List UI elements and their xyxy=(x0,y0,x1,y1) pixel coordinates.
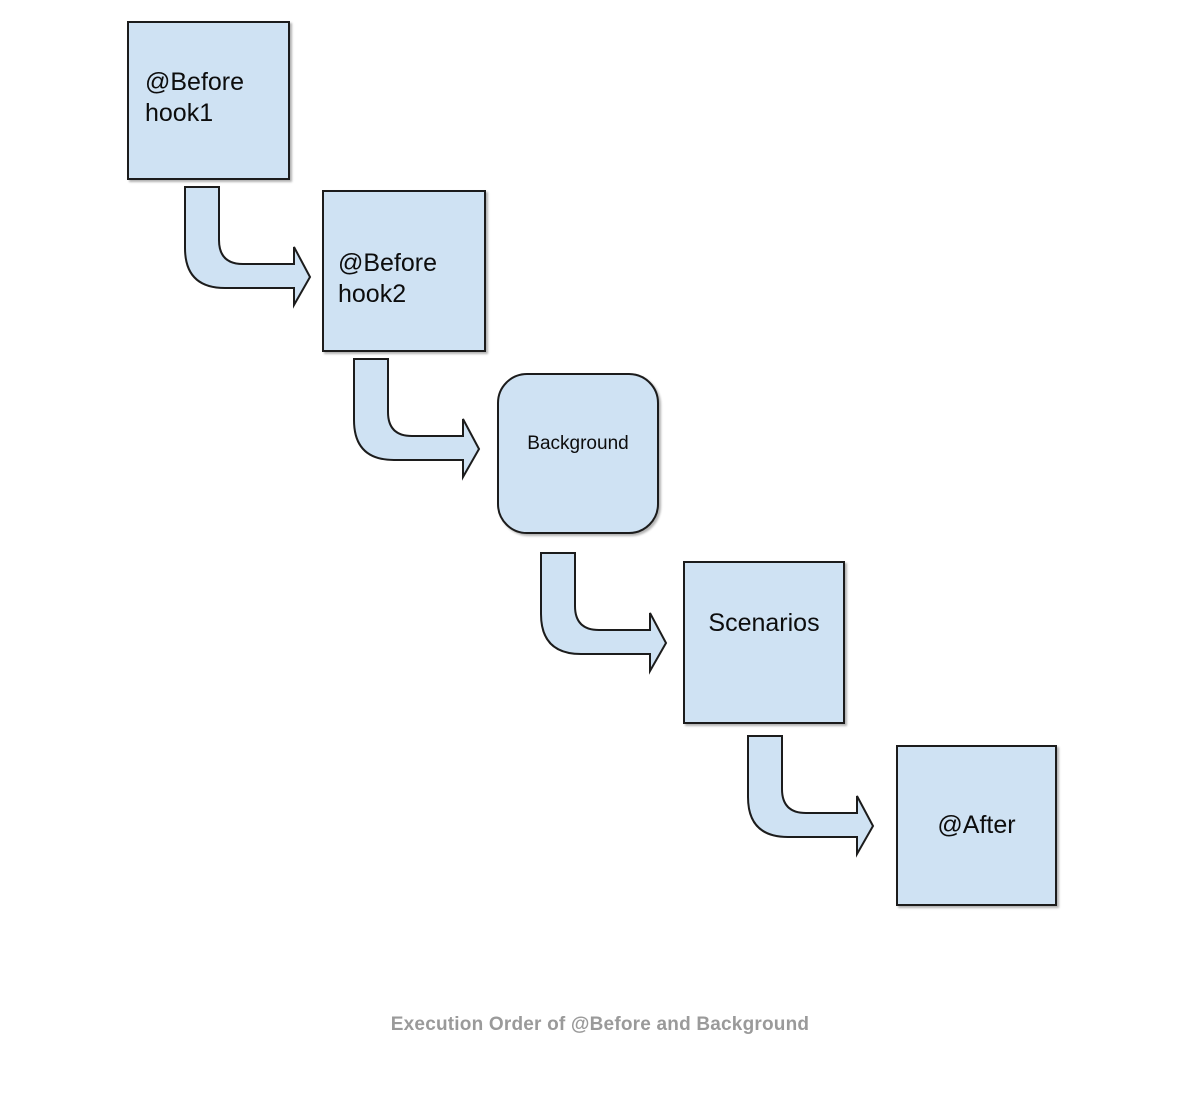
node-before-hook1[interactable]: @Before hook1 xyxy=(127,21,290,180)
node-after[interactable]: @After xyxy=(896,745,1057,906)
arrow-hook1-to-hook2 xyxy=(184,186,312,309)
node-after-label: @After xyxy=(937,811,1016,839)
node-before-hook2-label: @Before hook2 xyxy=(338,249,438,308)
arrow-hook2-to-background xyxy=(353,358,481,481)
arrow-scenarios-to-after xyxy=(747,735,875,858)
arrow-background-to-scenarios xyxy=(540,552,668,675)
node-scenarios-label: Scenarios xyxy=(708,609,820,637)
node-before-hook1-label: @Before hook1 xyxy=(145,68,245,127)
diagram-caption: Execution Order of @Before and Backgroun… xyxy=(390,1014,810,1035)
node-before-hook2[interactable]: @Before hook2 xyxy=(322,190,486,352)
node-scenarios[interactable]: Scenarios xyxy=(683,561,845,724)
node-background-label: Background xyxy=(527,433,629,454)
node-background[interactable]: Background xyxy=(497,373,659,534)
